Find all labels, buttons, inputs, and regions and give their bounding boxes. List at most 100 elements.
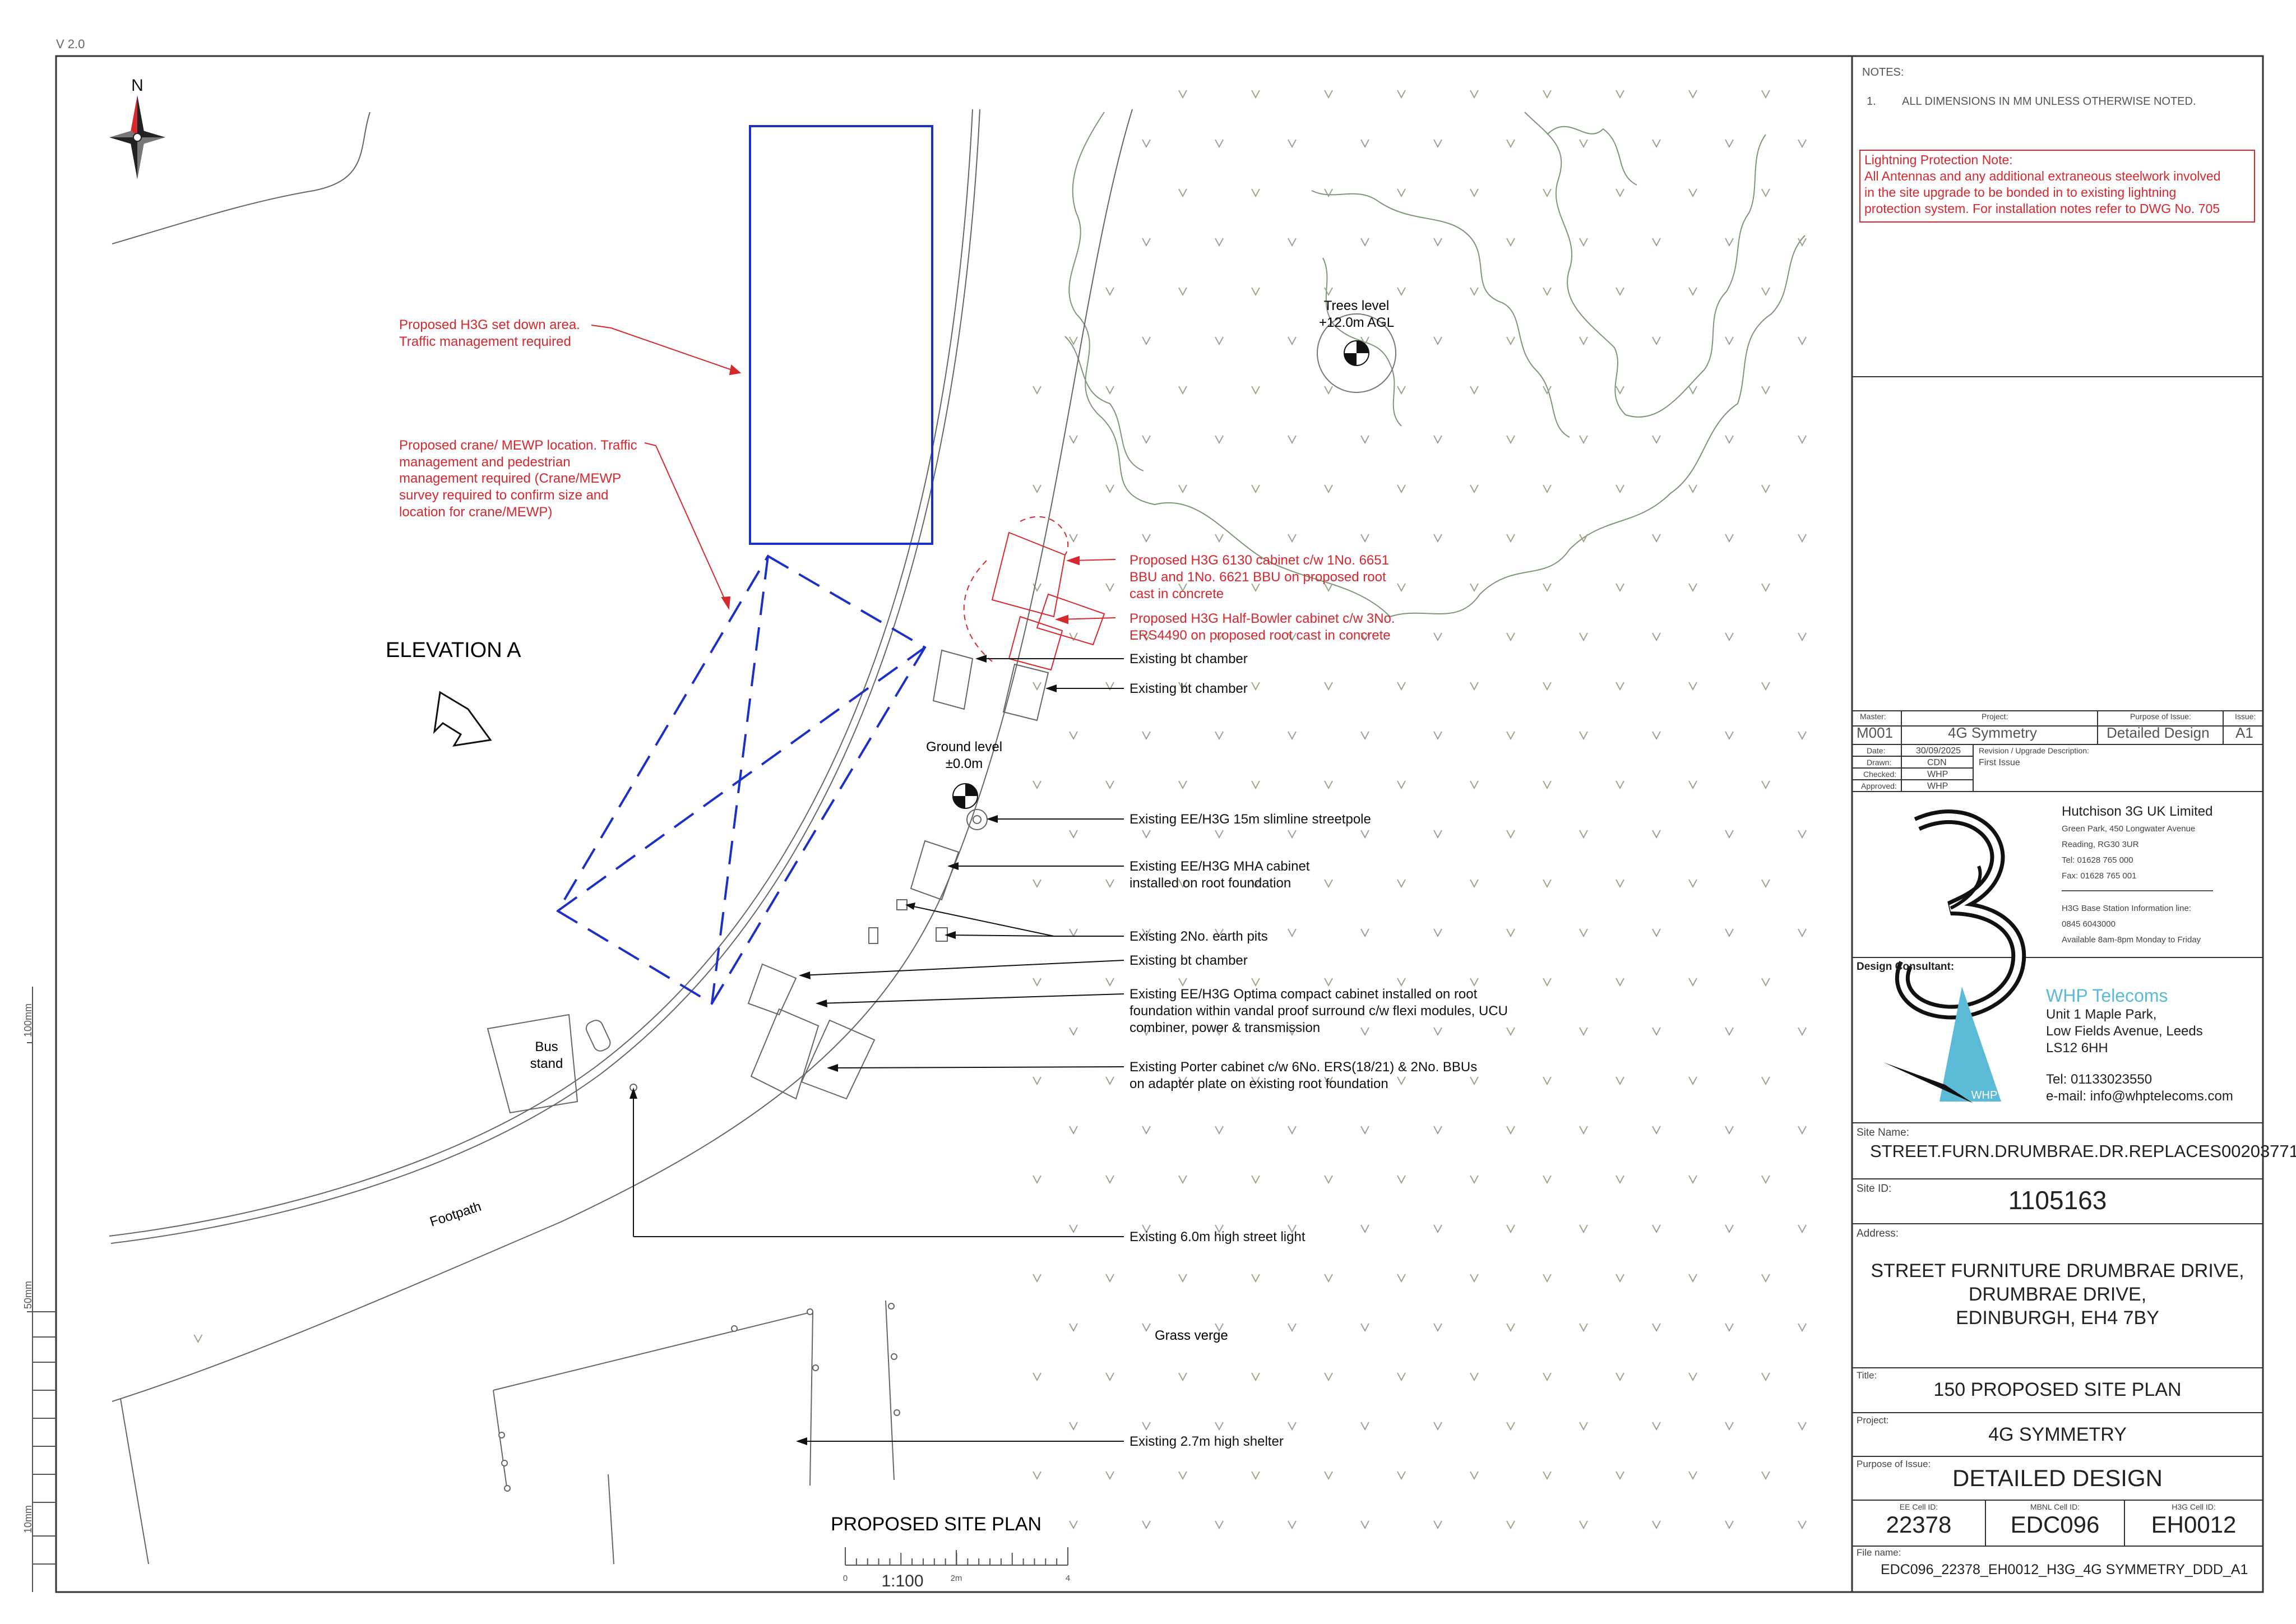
grass-mark xyxy=(1397,1175,1406,1185)
grass-mark xyxy=(1688,386,1697,395)
grass-mark xyxy=(1215,632,1224,642)
grass-mark xyxy=(1652,1224,1661,1234)
note-halfbowler-1: Proposed H3G Half-Bowler cabinet c/w 3No… xyxy=(1130,611,1395,626)
grass-mark xyxy=(1615,1274,1624,1283)
street-light-icon xyxy=(585,1020,611,1052)
grass-mark xyxy=(1215,435,1224,445)
grass-mark xyxy=(1251,484,1260,494)
checked-value: WHP xyxy=(1927,770,1948,779)
whp-logo-text: WHP xyxy=(1971,1089,1998,1102)
grass-mark xyxy=(1251,1175,1260,1185)
grass-mark xyxy=(1215,830,1224,839)
note-1-number: 1. xyxy=(1867,95,1876,108)
lightning-note-2: All Antennas and any additional extraneo… xyxy=(1864,169,2221,183)
address-line-1: STREET FURNITURE DRUMBRAE DRIVE, xyxy=(1871,1260,2244,1281)
grass-mark xyxy=(1178,484,1187,494)
grass-mark xyxy=(1288,1520,1297,1530)
grass-mark xyxy=(1251,879,1260,889)
grass-mark xyxy=(1688,1471,1697,1480)
grass-mark xyxy=(1615,386,1624,395)
footpath-label: Footpath xyxy=(428,1199,483,1230)
grass-mark xyxy=(1178,682,1187,691)
grass-mark xyxy=(1105,879,1114,889)
grass-mark xyxy=(1652,632,1661,642)
grass-mark xyxy=(1506,1323,1515,1332)
grass-mark xyxy=(1069,1224,1078,1234)
grass-mark xyxy=(1178,90,1187,99)
grass-mark xyxy=(1033,1372,1041,1382)
grass-mark xyxy=(1178,386,1187,395)
grass-mark xyxy=(1105,583,1114,593)
grass-mark xyxy=(1652,139,1661,149)
grass-mark xyxy=(1142,731,1151,741)
grass-mark xyxy=(1615,583,1624,593)
grass-mark xyxy=(1360,1323,1369,1332)
version-label: V 2.0 xyxy=(56,37,85,51)
note-bt-chamber-1: Existing bt chamber xyxy=(1130,651,1248,667)
grass-mark xyxy=(1360,435,1369,445)
grass-mark xyxy=(1688,484,1697,494)
grass-mark xyxy=(1543,583,1552,593)
existing-equipment xyxy=(747,649,1049,1100)
grass-mark xyxy=(1178,188,1187,198)
drawn-value: CDN xyxy=(1927,758,1947,767)
grass-mark xyxy=(1433,1027,1442,1037)
grass-mark xyxy=(1069,1126,1078,1135)
h3g-hours: Available 8am-8pm Monday to Friday xyxy=(2062,935,2201,945)
grass-mark xyxy=(1579,632,1588,642)
ruler-50mm: 50mm xyxy=(22,1281,34,1309)
grass-mark xyxy=(1470,90,1479,99)
ruler-10mm: 10mm xyxy=(22,1505,34,1533)
revision-value: First Issue xyxy=(1979,758,2020,767)
grass-mark xyxy=(1543,1175,1552,1185)
grass-mark xyxy=(1178,1076,1187,1086)
grass-mark xyxy=(1033,1076,1041,1086)
grass-mark xyxy=(1215,1224,1224,1234)
grass-mark xyxy=(1397,1274,1406,1283)
grass-mark xyxy=(1251,90,1260,99)
grass-mark xyxy=(1433,1422,1442,1431)
ground-level-marker xyxy=(952,783,978,809)
grass-mark xyxy=(1105,386,1114,395)
grass-mark xyxy=(1324,583,1333,593)
grass-mark xyxy=(1470,978,1479,987)
whp-tel: Tel: 01133023550 xyxy=(2046,1072,2152,1087)
grass-mark xyxy=(1397,583,1406,593)
bus-stand-label-2: stand xyxy=(530,1056,563,1071)
grass-mark xyxy=(1725,1224,1734,1234)
purpose-caption: Purpose of Issue: xyxy=(2130,712,2191,721)
grass-mark xyxy=(1798,534,1807,543)
file-caption: File name: xyxy=(1857,1547,1901,1558)
grass-mark xyxy=(1288,1323,1297,1332)
grass-mark xyxy=(1543,682,1552,691)
note-mha-2: installed on root foundation xyxy=(1130,876,1291,891)
scale-tick-0: 0 xyxy=(843,1574,848,1583)
grass-mark xyxy=(1142,1224,1151,1234)
grass-mark xyxy=(1579,1126,1588,1135)
note-bt-chamber-3: Existing bt chamber xyxy=(1130,953,1248,968)
grass-mark xyxy=(1761,978,1770,987)
grass-mark xyxy=(1069,1422,1078,1431)
grass-mark xyxy=(1543,1372,1552,1382)
grass-mark xyxy=(1178,1274,1187,1283)
address-caption: Address: xyxy=(1857,1228,1899,1239)
elevation-arrow-icon xyxy=(433,691,492,747)
grass-mark xyxy=(1397,1471,1406,1480)
grass-mark xyxy=(1725,336,1734,346)
grass-mark xyxy=(1506,731,1515,741)
grass-mark xyxy=(1506,1422,1515,1431)
project-value: 4G Symmetry xyxy=(1948,724,2037,741)
grass-mark xyxy=(1761,287,1770,297)
grass-mark xyxy=(1251,1076,1260,1086)
grass-mark xyxy=(1069,1027,1078,1037)
grass-mark xyxy=(1324,386,1333,395)
master-caption: Master: xyxy=(1860,712,1886,721)
grass-mark xyxy=(1652,1126,1661,1135)
grass-mark xyxy=(1397,780,1406,790)
lightning-note-4: protection system. For installation note… xyxy=(1864,201,2220,216)
grass-mark xyxy=(193,1334,203,1344)
grass-mark xyxy=(1105,780,1114,790)
grass-mark xyxy=(1652,336,1661,346)
grass-mark xyxy=(1579,1422,1588,1431)
grass-mark xyxy=(1142,830,1151,839)
